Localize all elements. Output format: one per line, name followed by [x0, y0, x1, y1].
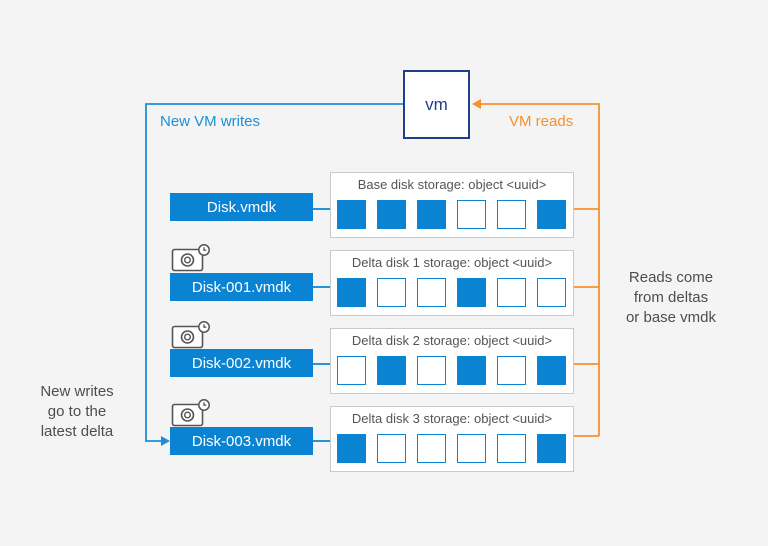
written-block	[537, 200, 566, 229]
disk-name: Disk-003.vmdk	[191, 432, 292, 450]
disk-label: Disk-001.vmdk	[170, 273, 313, 301]
storage-title: Delta disk 2 storage: object <uuid>	[351, 333, 553, 348]
empty-block	[497, 434, 526, 463]
written-block	[457, 278, 486, 307]
empty-block	[537, 278, 566, 307]
read-path-line	[478, 103, 600, 436]
empty-block	[417, 434, 446, 463]
disk-label: Disk-002.vmdk	[170, 349, 313, 377]
storage-box: Delta disk 3 storage: object <uuid>	[330, 406, 574, 472]
storage-title: Delta disk 1 storage: object <uuid>	[351, 255, 553, 270]
snapshot-camera-icon	[171, 399, 210, 427]
storage-title: Base disk storage: object <uuid>	[357, 177, 547, 192]
writes-note-line: go to the	[47, 403, 107, 420]
written-block	[457, 356, 486, 385]
disk-label: Disk.vmdk	[170, 193, 313, 221]
empty-block	[457, 434, 486, 463]
empty-block	[457, 200, 486, 229]
reads-note: Reads come from deltas or base vmdk	[607, 268, 735, 328]
disk-label: Disk-003.vmdk	[170, 427, 313, 455]
written-block	[337, 434, 366, 463]
block-row	[337, 356, 566, 385]
reads-note-line: from deltas	[633, 289, 709, 306]
block-row	[337, 200, 566, 229]
storage-box: Base disk storage: object <uuid>	[330, 172, 574, 238]
write-arrowhead	[161, 436, 170, 446]
writes-note-line: latest delta	[40, 423, 114, 440]
written-block	[537, 356, 566, 385]
reads-note-line: Reads come	[628, 269, 714, 286]
vm-reads-label: VM reads	[509, 113, 574, 130]
written-block	[537, 434, 566, 463]
snapshot-camera-icon	[171, 321, 210, 349]
reads-note-line: or base vmdk	[625, 309, 717, 326]
write-path-line	[145, 103, 403, 442]
empty-block	[377, 434, 406, 463]
empty-block	[337, 356, 366, 385]
written-block	[377, 200, 406, 229]
snapshot-camera-icon	[171, 244, 210, 272]
written-block	[417, 200, 446, 229]
vm-label: vm	[425, 94, 448, 114]
disk-name: Disk-001.vmdk	[191, 278, 292, 296]
block-row	[337, 434, 566, 463]
empty-block	[417, 356, 446, 385]
block-row	[337, 278, 566, 307]
written-block	[337, 278, 366, 307]
empty-block	[497, 278, 526, 307]
disk-name: Disk-002.vmdk	[191, 354, 292, 372]
new-vm-writes-label: New VM writes	[160, 113, 261, 130]
writes-note-line: New writes	[40, 383, 114, 400]
disk-name: Disk.vmdk	[206, 198, 277, 216]
empty-block	[497, 200, 526, 229]
read-arrowhead	[472, 99, 481, 109]
empty-block	[497, 356, 526, 385]
vm-box: vm	[403, 70, 470, 139]
empty-block	[377, 278, 406, 307]
empty-block	[417, 278, 446, 307]
written-block	[337, 200, 366, 229]
storage-box: Delta disk 1 storage: object <uuid>	[330, 250, 574, 316]
writes-note: New writes go to the latest delta	[18, 382, 136, 442]
storage-title: Delta disk 3 storage: object <uuid>	[351, 411, 553, 426]
written-block	[377, 356, 406, 385]
storage-box: Delta disk 2 storage: object <uuid>	[330, 328, 574, 394]
